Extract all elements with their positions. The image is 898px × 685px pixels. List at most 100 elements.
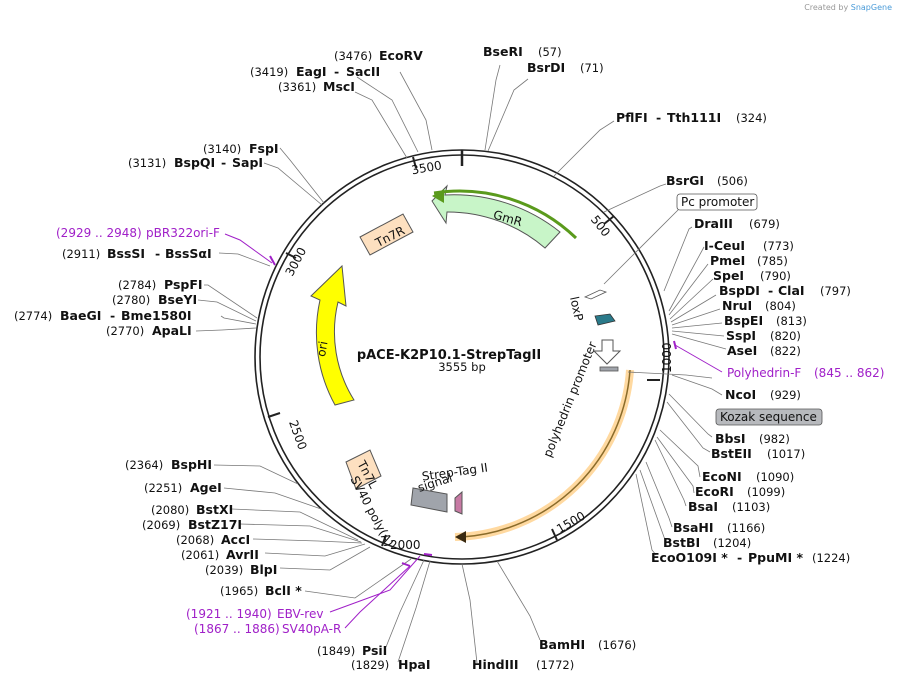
tn7l-feature: [345, 449, 382, 490]
svg-text:HpaI: HpaI: [398, 657, 431, 672]
svg-text:MscI: MscI: [323, 79, 355, 94]
site-BspQI-SapI: (3131) BspQI - SapI: [128, 155, 263, 170]
svg-text:(929): (929): [770, 388, 801, 402]
strep-tag-label: Strep-Tag II: [421, 461, 489, 484]
site-HindIII: HindIII (1772): [472, 657, 574, 672]
svg-text:pBR322ori-F: pBR322ori-F: [146, 226, 220, 240]
site-BclI: (1965) BclI *: [220, 583, 302, 598]
plasmid-name: pACE-K2P10.1-StrepTagII: [357, 348, 541, 363]
loxp-feature: [594, 313, 616, 326]
svg-text:BstEII: BstEII: [711, 446, 752, 461]
svg-text:PspFI: PspFI: [164, 277, 203, 292]
site-BstXI: (2080) BstXI: [151, 502, 233, 517]
site-EcoNI: EcoNI (1090): [702, 469, 794, 484]
svg-text:(804): (804): [765, 299, 796, 313]
site-BlpI: (2039) BlpI: [205, 562, 277, 577]
svg-text:SpeI: SpeI: [713, 268, 744, 283]
tick-label-1000: 1000: [660, 342, 674, 373]
svg-text:EcoNI: EcoNI: [702, 469, 742, 484]
svg-text:(2068): (2068): [176, 533, 214, 547]
svg-text:ApaLI: ApaLI: [152, 323, 192, 338]
svg-text:(3361): (3361): [278, 80, 316, 94]
kozak-feature: [599, 366, 619, 372]
site-I-CeuI: I-CeuI (773): [704, 238, 794, 253]
site-AccI: (2068) AccI: [176, 532, 250, 547]
svg-text:BstXI: BstXI: [196, 502, 233, 517]
svg-text:BbsI: BbsI: [715, 431, 746, 446]
svg-text:-: -: [110, 308, 115, 323]
svg-text:(3140): (3140): [203, 142, 241, 156]
svg-text:(1099): (1099): [747, 485, 785, 499]
svg-text:-: -: [155, 246, 160, 261]
sv40-polya-feature: [410, 487, 448, 513]
site-BstBI: BstBI (1204): [663, 535, 751, 550]
tick-3000: [285, 252, 297, 259]
svg-text:-: -: [737, 550, 742, 565]
svg-text:(2770): (2770): [106, 324, 144, 338]
site-FspI: (3140) FspI: [203, 141, 279, 156]
svg-text:-: -: [768, 283, 773, 298]
tick-label-2000: 2000: [390, 538, 421, 552]
svg-text:EcoRV: EcoRV: [379, 48, 423, 63]
svg-text:(813): (813): [776, 314, 807, 328]
svg-text:AvrII: AvrII: [226, 547, 259, 562]
svg-text:Pc promoter: Pc promoter: [681, 195, 754, 209]
svg-text:(785): (785): [757, 254, 788, 268]
svg-text:AccI: AccI: [221, 532, 250, 547]
svg-text:BstZ17I: BstZ17I: [188, 517, 242, 532]
credit-text: Created by: [804, 3, 849, 12]
site-BsrGI: BsrGI (506): [666, 173, 748, 188]
site-AseI: AseI (822): [727, 343, 801, 358]
svg-text:(1676): (1676): [598, 638, 636, 652]
svg-text:(2039): (2039): [205, 563, 243, 577]
plasmid-size: 3555 bp: [438, 360, 486, 374]
tick-label-2500: 2500: [286, 418, 310, 451]
tick-label-500: 500: [588, 213, 613, 240]
svg-text:BseRI: BseRI: [483, 44, 523, 59]
svg-text:(2069): (2069): [142, 518, 180, 532]
site-EcoRI: EcoRI (1099): [695, 484, 785, 499]
polyhedrin-arrowhead: [455, 531, 466, 543]
svg-text:PmeI: PmeI: [710, 253, 745, 268]
site-HpaI: (1829) HpaI: [351, 657, 431, 672]
svg-text:BspQI: BspQI: [174, 155, 215, 170]
site-leaders: [195, 64, 727, 664]
svg-text:(1849): (1849): [317, 644, 355, 658]
svg-text:EcoO109I *: EcoO109I *: [651, 550, 728, 565]
svg-text:Bme1580I: Bme1580I: [121, 308, 191, 323]
svg-text:(3131): (3131): [128, 156, 166, 170]
loxp-label: loxP: [567, 295, 586, 322]
site-BspEI: BspEI (813): [724, 313, 807, 328]
polyhedrin-promoter-label: polyhedrin promoter: [540, 340, 599, 460]
svg-text:(1965): (1965): [220, 584, 258, 598]
svg-text:(1103): (1103): [732, 500, 770, 514]
svg-text:BclI *: BclI *: [265, 583, 302, 598]
site-PflFI-Tth111I: PflFI - Tth111I (324): [616, 110, 767, 125]
svg-text:FspI: FspI: [249, 141, 279, 156]
primer-Polyhedrin-F: Polyhedrin-F (845 .. 862): [727, 366, 884, 380]
svg-text:(773): (773): [763, 239, 794, 253]
svg-text:(2364): (2364): [125, 458, 163, 472]
svg-text:NruI: NruI: [722, 298, 752, 313]
tn7r-feature: [359, 213, 414, 256]
svg-text:BstBI: BstBI: [663, 535, 700, 550]
polyhedrin-promoter-line: [461, 369, 631, 538]
svg-text:HindIII: HindIII: [472, 657, 519, 672]
svg-text:EBV-rev: EBV-rev: [277, 607, 323, 621]
site-SspI: SspI (820): [726, 328, 801, 343]
tick-1500: [551, 528, 558, 541]
svg-text:(3419): (3419): [250, 65, 288, 79]
site-BamHI: BamHI (1676): [539, 637, 636, 652]
svg-text:BssSI: BssSI: [107, 246, 145, 261]
site-BseYI: (2780) BseYI: [112, 292, 197, 307]
site-PmeI: PmeI (785): [710, 253, 788, 268]
site-BstEII: BstEII (1017): [711, 446, 805, 461]
site-SpeI: SpeI (790): [713, 268, 791, 283]
site-BsaHI: BsaHI (1166): [673, 520, 765, 535]
svg-text:DraIII: DraIII: [694, 216, 733, 231]
site-EcoO109I-PpuMI: EcoO109I * - PpuMI * (1224): [651, 550, 850, 565]
svg-text:-: -: [334, 64, 339, 79]
svg-text:SspI: SspI: [726, 328, 756, 343]
site-BspDI-ClaI: BspDI - ClaI (797): [719, 283, 851, 298]
svg-text:NcoI: NcoI: [725, 387, 756, 402]
